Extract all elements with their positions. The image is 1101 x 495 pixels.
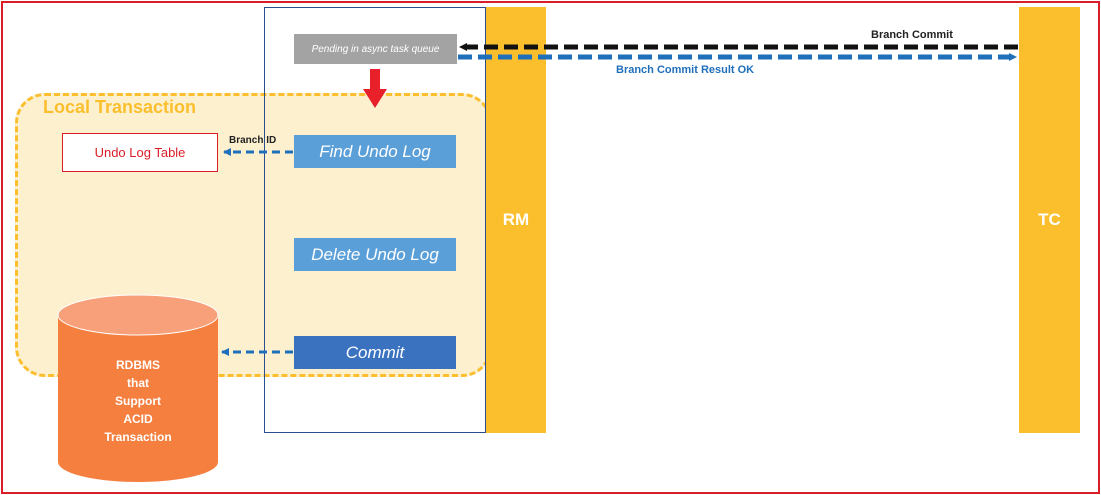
branch-id-label: Branch ID: [229, 135, 277, 146]
database-cylinder-icon: [57, 294, 219, 482]
database-label-line: that: [127, 376, 149, 390]
commit-box: Commit: [294, 336, 456, 369]
branch-commit-result-label: Branch Commit Result OK: [616, 64, 755, 76]
rm-process-outline: [264, 7, 486, 433]
tc-lifeline: TC: [1019, 7, 1080, 433]
database-label-line: ACID: [123, 412, 153, 426]
find-undo-log-box: Find Undo Log: [294, 135, 456, 168]
database-label: RDBMS that Support ACID Transaction: [62, 356, 214, 446]
rm-label: RM: [502, 210, 530, 229]
rm-lifeline: RM: [486, 7, 546, 433]
database-label-line: RDBMS: [116, 358, 160, 372]
branch-commit-label: Branch Commit: [871, 29, 953, 41]
local-transaction-label: Local Transaction: [43, 97, 197, 117]
delete-undo-log-box: Delete Undo Log: [294, 238, 456, 271]
tc-label: TC: [1038, 210, 1061, 229]
database-label-line: Transaction: [104, 430, 172, 444]
pending-async-queue-box: Pending in async task queue: [294, 34, 457, 64]
database-label-line: Support: [115, 394, 161, 408]
red-down-arrow: [363, 69, 387, 108]
undo-log-table: Undo Log Table: [62, 133, 218, 172]
